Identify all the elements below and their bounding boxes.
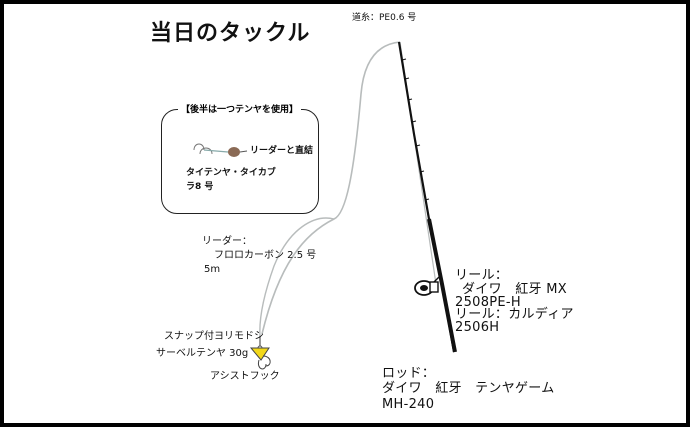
reel-model-number: 2508PE-H: [455, 295, 522, 310]
fishing-line: [261, 41, 401, 335]
rod-guides: [401, 58, 430, 201]
reel-alt-label: リール：カルディア: [455, 307, 574, 322]
assist-hook-label: アシストフック: [210, 371, 280, 382]
mainline-label: 道糸：PE0.6 号: [352, 13, 417, 23]
rod-butt: [427, 218, 457, 353]
snap-label: スナップ付ヨリモドシ: [164, 331, 264, 342]
leader-length: 5m: [204, 264, 221, 275]
rod-label: ロッド：: [382, 366, 436, 381]
inset-hook-label-1: タイテンヤ・タイカブ: [186, 168, 276, 178]
leader-material: フロロカーボン 2.5 号: [214, 250, 317, 261]
inset-connection-label: リーダーと直結: [250, 146, 314, 156]
reel-model: ダイワ 紅牙 MX: [462, 282, 567, 297]
inset-title: 【後半は一つテンヤを使用】: [178, 102, 302, 115]
page-title: 当日のタックル: [150, 21, 311, 46]
inset-box: 【後半は一つテンヤを使用】 リーダーと直結 タイテンヤ・タイカブ ラ8 号: [161, 102, 319, 214]
reel-alt-model: 2506H: [455, 320, 500, 335]
rig-icon: [249, 336, 271, 370]
tackle-illustration: [249, 41, 457, 370]
reel-icon: [414, 275, 441, 296]
fishing-line-loop: [259, 217, 335, 337]
rod-model: ダイワ 紅牙 テンヤゲーム: [382, 381, 555, 396]
reel-label: リール：: [455, 268, 509, 283]
leader-label: リーダー：: [202, 236, 252, 247]
inset-hook-label-2: ラ8 号: [186, 182, 214, 192]
tenya-icon: [193, 143, 248, 157]
tenya-label: サーベルテンヤ 30g: [156, 348, 249, 359]
rod-length: MH-240: [382, 397, 435, 412]
tackle-diagram: 当日のタックル 道糸：PE0.6 号 【後半は一つテンヤを使用】 リーダーと直結…: [4, 4, 686, 423]
